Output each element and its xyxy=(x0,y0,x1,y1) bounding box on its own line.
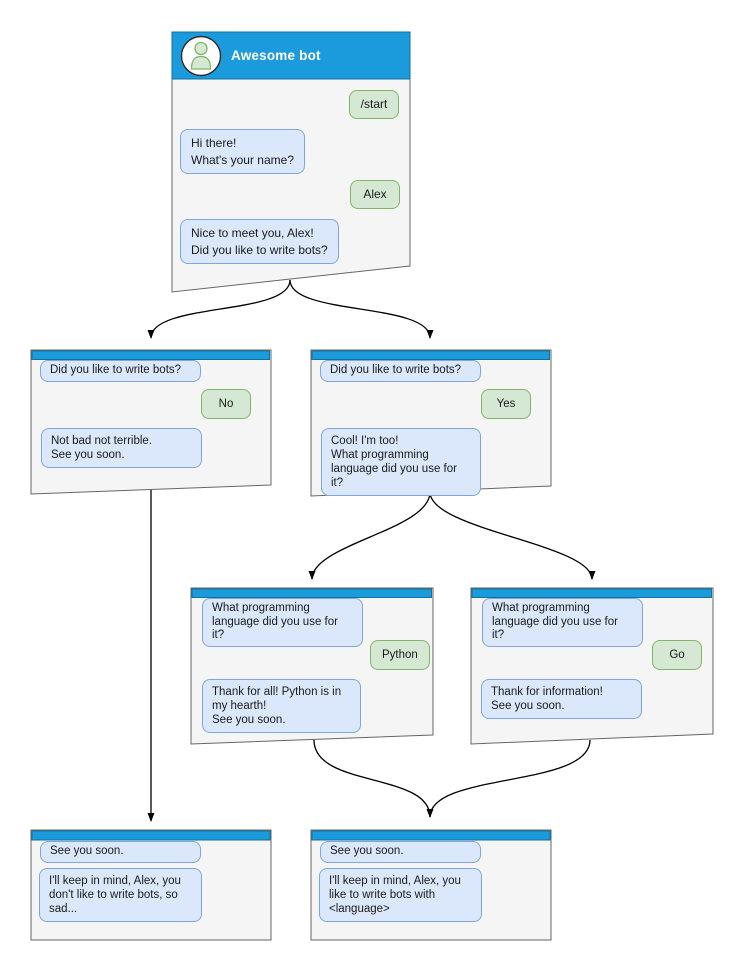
edge-yes-to-python xyxy=(308,491,431,580)
edge-root-to-no xyxy=(147,279,291,339)
edge-python-to-end xyxy=(313,739,434,818)
chat-node-branch-yes-shape xyxy=(310,349,552,497)
chat-node-end-no-shape xyxy=(30,829,272,941)
edge-go-to-end xyxy=(429,739,591,818)
chat-node-go-shape xyxy=(470,587,714,745)
edge-root-to-yes xyxy=(289,279,434,339)
chat-node-python-shape xyxy=(190,587,434,745)
person-avatar-icon xyxy=(180,35,222,77)
chat-node-branch-no-shape xyxy=(30,349,272,495)
edge-yes-to-go xyxy=(429,491,596,580)
chat-node-end-lang-shape xyxy=(310,829,552,941)
chat-node-root-shape xyxy=(171,31,411,293)
